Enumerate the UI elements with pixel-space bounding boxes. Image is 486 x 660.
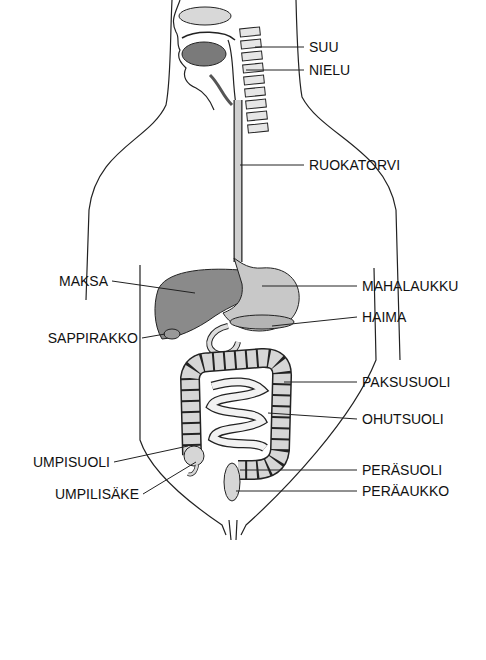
pancreas: [230, 315, 294, 329]
large-intestine: [184, 358, 282, 501]
body-outline-lower: [229, 520, 237, 540]
leader-lines: [112, 47, 357, 494]
spine: [240, 27, 269, 133]
gallbladder: [164, 329, 180, 339]
organ-label: HAIMA: [362, 309, 406, 325]
organ-label: UMPILISÄKE: [55, 486, 139, 502]
organ-label: MAHALAUKKU: [362, 278, 458, 294]
organ-label: RUOKATORVI: [309, 157, 400, 173]
organ-label: SUU: [309, 39, 339, 55]
esophagus: [238, 100, 239, 262]
duodenum: [209, 326, 238, 354]
organ-label: PAKSUSUOLI: [362, 374, 450, 390]
organ-label: OHUTSUOLI: [362, 411, 444, 427]
organ-label: PERÄAUKKO: [362, 483, 449, 499]
body-outline: [86, 0, 400, 535]
organ-label: MAKSA: [59, 273, 108, 289]
head-section: [173, 0, 236, 110]
organ-label: PERÄSUOLI: [362, 462, 442, 478]
small-intestine: [211, 382, 265, 448]
organ-label: NIELU: [309, 62, 350, 78]
organ-label: SAPPIRAKKO: [48, 330, 138, 346]
stomach: [223, 258, 299, 331]
organ-label: UMPISUOLI: [33, 454, 110, 470]
